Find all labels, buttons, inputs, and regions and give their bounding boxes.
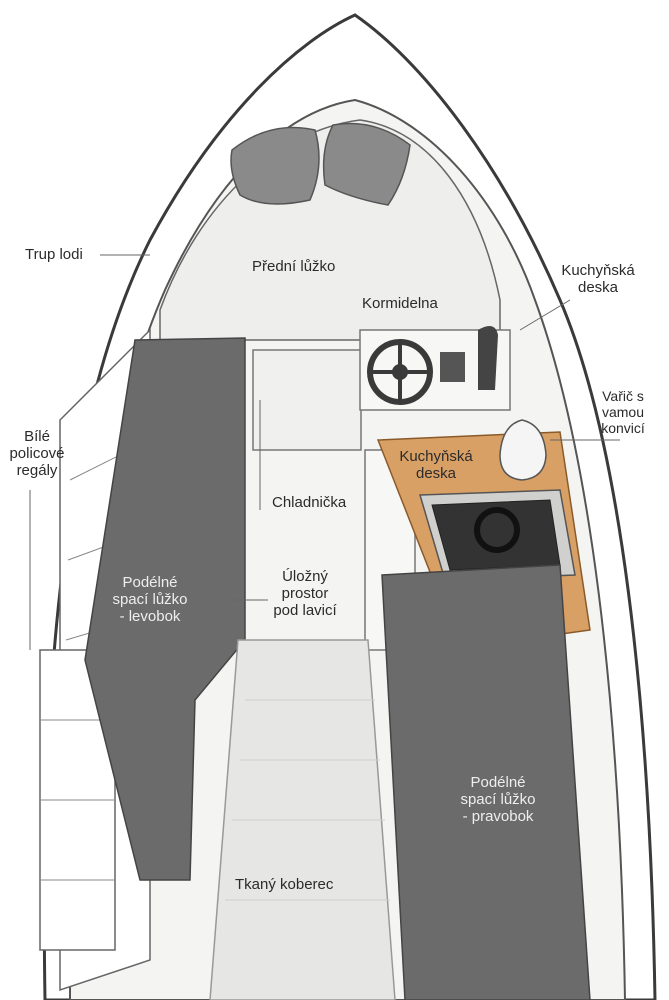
label-galley-top-line1: Kuchyňská [561, 262, 635, 279]
label-hull: Trup lodi [25, 246, 83, 263]
label-storage-line3: pod lavicí [273, 602, 337, 619]
label-starboard-berth: Podélné spací lůžko - pravobok [443, 774, 553, 825]
label-galley-top: Kuchyňská deska [548, 262, 648, 296]
label-fridge: Chladnička [272, 494, 347, 511]
label-galley-center-line1: Kuchyňská [399, 448, 473, 465]
label-shelves-line1: Bílé [24, 428, 50, 445]
label-starboard-berth-line3: - pravobok [462, 808, 534, 825]
label-stove-line3: konvicí [601, 420, 645, 436]
label-shelves-line2: policové [9, 445, 65, 462]
label-shelves: Bílé policové regály [2, 428, 72, 479]
starboard-berth [381, 564, 591, 1000]
label-storage: Úložný prostor pod lavicí [260, 568, 350, 619]
label-starboard-berth-line2: spací lůžko [460, 791, 536, 808]
kettle [499, 419, 547, 481]
label-starboard-berth-line1: Podélné [470, 774, 526, 791]
helm-panel [440, 352, 465, 382]
label-storage-line2: prostor [281, 585, 329, 602]
throttle [478, 326, 498, 390]
label-galley-top-line2: deska [577, 279, 619, 296]
label-stove: Vařič s vamou konvicí [588, 388, 658, 436]
label-stove-line1: Vařič s [602, 388, 644, 404]
label-galley-center: Kuchyňská deska [396, 448, 476, 482]
label-port-berth-line1: Podélné [122, 574, 178, 591]
port-berth [84, 337, 246, 881]
steering-wheel [367, 339, 433, 405]
label-port-berth-line2: spací lůžko [112, 591, 188, 608]
label-port-berth: Podélné spací lůžko - levobok [100, 574, 200, 625]
label-shelves-line3: regály [16, 462, 58, 479]
label-port-berth-line3: - levobok [119, 608, 181, 625]
label-helm: Kormidelna [362, 295, 438, 312]
label-rug: Tkaný koberec [235, 876, 334, 893]
burner [474, 507, 520, 553]
label-storage-line1: Úložný [282, 568, 328, 585]
label-stove-line2: vamou [601, 404, 645, 420]
label-galley-center-line2: deska [415, 465, 457, 482]
label-front-berth: Přední lůžko [252, 258, 336, 275]
fridge [252, 349, 362, 451]
pillow-left [230, 126, 320, 205]
front-berth [159, 119, 501, 341]
pillow-right [322, 122, 411, 206]
